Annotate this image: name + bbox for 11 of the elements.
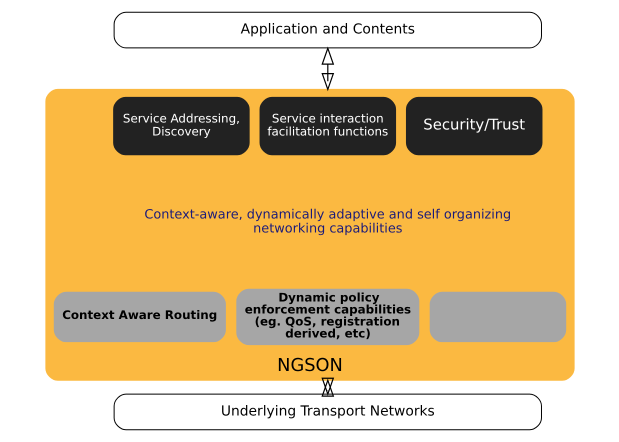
node-box <box>429 292 566 342</box>
node-box: Context Aware Routing <box>53 292 226 342</box>
node-box: Dynamic policy enforcement capabilities (eg. QoS, registration derived, etc) <box>236 288 419 346</box>
node-box: Application and Contents <box>113 12 542 48</box>
node-box: Service interaction facilitation functions <box>259 96 396 156</box>
arrow <box>320 378 334 397</box>
arrow <box>320 46 334 92</box>
node-box: Security/Trust <box>405 96 542 156</box>
node-box: Service Addressing, Discovery <box>112 96 250 156</box>
label: Context-aware, dynamically adaptive and self organizing networking capabilities <box>144 207 511 236</box>
node-box: Underlying Transport Networks <box>113 394 542 430</box>
